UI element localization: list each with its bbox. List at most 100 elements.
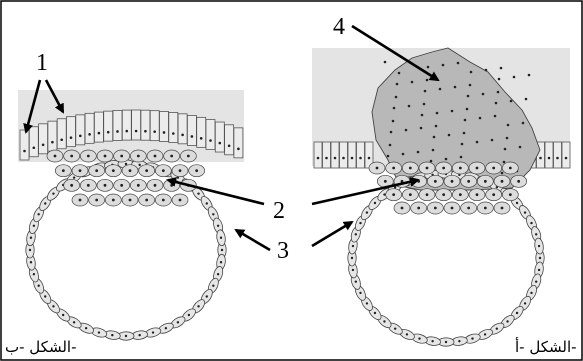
cell-nucleus <box>197 305 199 307</box>
cell-nucleus <box>459 193 462 196</box>
trophoblast-nucleus <box>482 93 485 96</box>
cell-nucleus <box>383 320 385 322</box>
cell-nucleus <box>352 245 354 247</box>
cell-nucleus <box>79 169 82 172</box>
cell-nucleus <box>60 138 63 141</box>
cell-nucleus <box>539 257 541 259</box>
epithelial-cell <box>215 122 224 152</box>
cell-nucleus <box>376 167 379 170</box>
trophoblast-nucleus <box>495 102 498 105</box>
trophoblast-nucleus <box>442 64 445 67</box>
trophoblast-nucleus <box>420 127 423 130</box>
epithelial-cell <box>197 117 206 147</box>
trophoblast-nucleus <box>451 110 454 113</box>
cell-nucleus <box>98 132 101 135</box>
cell-nucleus <box>492 193 495 196</box>
cell-nucleus <box>95 169 98 172</box>
cell-nucleus <box>104 184 107 187</box>
trophoblast-nucleus <box>491 139 494 142</box>
cell-nucleus <box>471 337 473 339</box>
epithelial-cell <box>545 142 553 168</box>
cell-nucleus <box>170 155 173 158</box>
cell-nucleus <box>418 337 420 339</box>
trophoblast-nucleus <box>503 161 506 164</box>
cell-nucleus <box>220 237 222 239</box>
cell-nucleus <box>565 157 568 160</box>
cell-nucleus <box>538 245 540 247</box>
cell-nucleus <box>206 202 208 204</box>
trophoblast-nucleus <box>384 61 387 64</box>
trophoblast-nucleus <box>402 153 405 156</box>
trophoblast-nucleus <box>464 119 467 122</box>
cell-nucleus <box>374 202 376 204</box>
cell-nucleus <box>509 193 512 196</box>
cell-nucleus <box>125 335 127 337</box>
cell-nucleus <box>383 193 385 195</box>
cell-nucleus <box>384 180 387 183</box>
cell-nucleus <box>112 199 115 202</box>
arrow-3-left <box>236 230 270 250</box>
epithelial-cell <box>206 120 215 150</box>
cell-nucleus <box>212 285 214 287</box>
cell-nucleus <box>409 193 412 196</box>
trophoblast-nucleus <box>476 141 479 144</box>
trophoblast-nucleus <box>522 122 525 125</box>
cell-nucleus <box>496 327 498 329</box>
epithelial-cell <box>178 114 187 144</box>
trophoblast-nucleus <box>387 155 390 158</box>
trophoblast-nucleus <box>405 129 408 132</box>
label-2: 2 <box>273 198 285 224</box>
cell-nucleus <box>138 164 140 166</box>
cell-nucleus <box>52 305 54 307</box>
cell-nucleus <box>162 199 165 202</box>
trophoblast-nucleus <box>510 100 513 103</box>
trophoblast-nucleus <box>519 146 522 149</box>
cell-nucleus <box>87 155 90 158</box>
trophoblast-nucleus <box>525 98 528 101</box>
cell-nucleus <box>37 285 39 287</box>
cell-nucleus <box>392 193 395 196</box>
cell-nucleus <box>359 292 361 294</box>
cell-nucleus <box>116 130 119 133</box>
caption-figure-a: الشكل -أ- <box>515 337 577 356</box>
cell-nucleus <box>517 180 520 183</box>
cell-nucleus <box>459 167 462 170</box>
trophoblast-nucleus <box>470 71 473 74</box>
trophoblast-nucleus <box>439 88 442 91</box>
cell-nucleus <box>451 207 454 210</box>
cell-nucleus <box>70 155 73 158</box>
cell-nucleus <box>137 155 140 158</box>
label-3: 3 <box>277 238 289 264</box>
cell-nucleus <box>138 334 140 336</box>
cell-nucleus <box>530 222 532 224</box>
cell-nucleus <box>538 269 540 271</box>
epithelial-cell <box>234 128 243 158</box>
cell-nucleus <box>506 320 508 322</box>
cell-nucleus <box>144 130 147 133</box>
cell-nucleus <box>501 180 504 183</box>
trophoblast-nucleus <box>448 134 451 137</box>
trophoblast-nucleus <box>392 120 395 123</box>
cell-nucleus <box>406 333 408 335</box>
epithelial-cell <box>85 113 94 143</box>
cell-nucleus <box>154 184 157 187</box>
trophoblast-nucleus <box>421 114 424 117</box>
cell-nucleus <box>88 133 91 136</box>
epithelial-cell <box>348 142 356 168</box>
epithelial-cell <box>562 142 570 168</box>
cell-nucleus <box>392 167 395 170</box>
cell-nucleus <box>42 144 45 147</box>
epithelial-cell <box>141 110 150 140</box>
trophoblast-nucleus <box>389 144 392 147</box>
epithelial-cell <box>169 112 178 142</box>
cell-nucleus <box>29 249 31 251</box>
cell-nucleus <box>200 137 203 140</box>
cell-nucleus <box>145 199 148 202</box>
trophoblast-nucleus <box>427 66 430 69</box>
cell-nucleus <box>366 302 368 304</box>
cell-nucleus <box>153 130 156 133</box>
cell-nucleus <box>351 257 353 259</box>
epithelial-cell <box>554 142 562 168</box>
cell-nucleus <box>237 148 240 151</box>
epithelial-cell <box>104 111 113 141</box>
